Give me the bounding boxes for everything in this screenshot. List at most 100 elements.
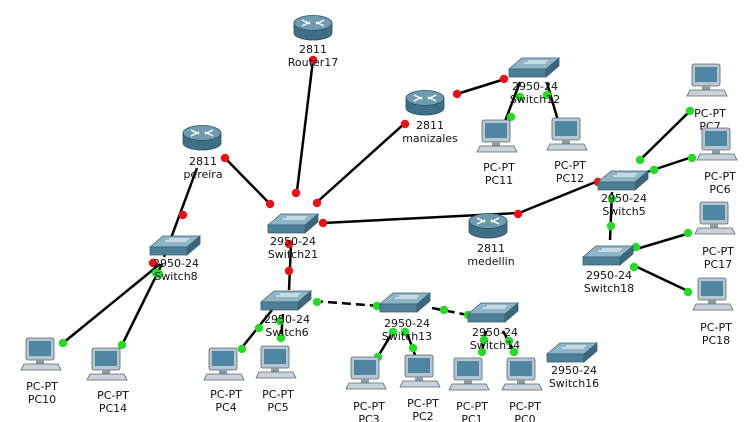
link-status-dot xyxy=(312,297,322,307)
link-status-dot xyxy=(291,188,301,198)
device-model-label: PC-PT xyxy=(694,107,726,120)
device-model-label: PC-PT xyxy=(97,389,129,402)
link-status-layer xyxy=(58,55,697,362)
device-model-label: 2950-24 xyxy=(384,317,430,330)
link-status-dot xyxy=(685,106,695,116)
device-model-label: 2950-24 xyxy=(601,192,647,205)
device-model-label: PC-PT xyxy=(509,400,541,413)
link-manizales-switch21[interactable] xyxy=(315,122,406,204)
device-name-label: Switch6 xyxy=(265,326,308,339)
device-name-label: PC14 xyxy=(99,402,127,415)
device-name-label: PC5 xyxy=(267,401,288,414)
device-name-label: PC18 xyxy=(702,334,730,347)
link-status-dot xyxy=(439,305,449,315)
link-status-dot xyxy=(220,153,230,163)
link-status-dot xyxy=(254,323,264,333)
link-status-dot xyxy=(683,228,693,238)
link-switch8-pc10[interactable] xyxy=(62,263,161,344)
link-status-dot xyxy=(542,90,552,100)
device-name-label: pereira xyxy=(183,168,222,181)
device-name-label: PC17 xyxy=(704,258,732,271)
link-status-dot xyxy=(683,287,693,297)
device-model-label: PC-PT xyxy=(353,400,385,413)
device-name-label: Switch13 xyxy=(382,330,432,343)
link-status-dot xyxy=(452,89,462,99)
device-model-label: PC-PT xyxy=(407,397,439,410)
link-status-dot xyxy=(284,239,294,249)
link-router17-switch21[interactable] xyxy=(295,59,315,192)
device-model-label: PC-PT xyxy=(702,245,734,258)
device-model-label: PC-PT xyxy=(483,161,515,174)
device-model-label: PC-PT xyxy=(262,388,294,401)
device-name-label: Switch18 xyxy=(584,282,634,295)
device-model-label: 2950-24 xyxy=(512,80,558,93)
link-status-dot xyxy=(649,165,659,175)
link-pereira-switch21[interactable] xyxy=(224,157,271,205)
link-status-dot xyxy=(504,336,514,346)
device-model-label: PC-PT xyxy=(210,388,242,401)
link-switch8-pc14[interactable] xyxy=(120,263,164,346)
link-status-dot xyxy=(284,266,294,276)
link-switch18-pc18[interactable] xyxy=(632,263,691,294)
link-switch6-switch13[interactable] xyxy=(313,299,380,308)
link-status-dot xyxy=(237,344,247,354)
link-switch5-pc7[interactable] xyxy=(639,110,691,161)
link-status-dot xyxy=(629,262,639,272)
link-status-dot xyxy=(509,347,519,357)
link-status-dot xyxy=(148,258,158,268)
link-switch13-switch14[interactable] xyxy=(431,306,469,317)
link-switch12-pc12[interactable] xyxy=(545,82,561,125)
link-manizales-switch12[interactable] xyxy=(456,77,506,96)
device-model-label: PC-PT xyxy=(26,380,58,393)
device-name-label: PC1 xyxy=(461,413,482,422)
link-status-dot xyxy=(275,316,285,326)
device-name-label: PC12 xyxy=(556,172,584,185)
link-status-dot xyxy=(372,301,382,311)
device-model-label: 2950-24 xyxy=(586,269,632,282)
device-name-label: PC11 xyxy=(485,174,513,187)
device-model-label: PC-PT xyxy=(704,170,736,183)
device-name-label: Switch16 xyxy=(549,377,599,390)
device-name-label: Switch21 xyxy=(268,248,318,261)
link-switch12-pc11[interactable] xyxy=(502,81,522,125)
device-name-label: medellin xyxy=(467,255,514,268)
device-name-label: PC2 xyxy=(412,410,433,422)
link-status-dot xyxy=(117,340,127,350)
link-status-dot xyxy=(631,242,641,252)
device-model-label: PC-PT xyxy=(456,400,488,413)
device-model-label: 2950-24 xyxy=(264,313,310,326)
link-switch18-pc17[interactable] xyxy=(632,231,691,252)
link-status-dot xyxy=(400,119,410,129)
link-status-dot xyxy=(58,338,68,348)
link-medellin-switch5[interactable] xyxy=(518,179,599,215)
device-name-label: PC0 xyxy=(514,413,535,422)
